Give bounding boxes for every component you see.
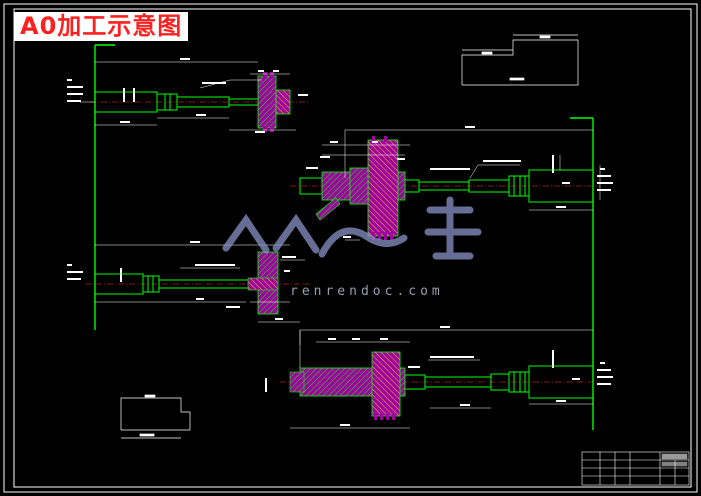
stock-contour-top [461,34,579,86]
shaft-1 [67,58,310,133]
watermark-logo [222,196,482,260]
watermark-url: renrendoc.com [290,284,444,299]
shaft-2 [290,126,613,241]
stock-contour-bottom [120,394,191,439]
drawing-title: A0加工示意图 [14,12,189,41]
shaft-4 [265,326,613,429]
shaft-3 [67,241,310,323]
title-block [581,451,690,486]
sheet-inner-border [13,8,692,488]
sheet-outer-border [3,3,698,493]
